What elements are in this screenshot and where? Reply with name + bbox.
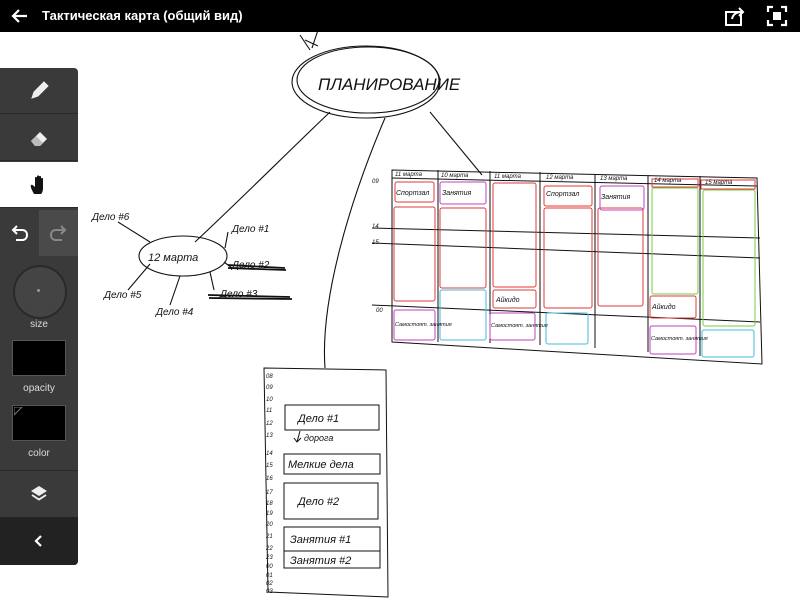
date-node-ellipse — [138, 235, 228, 277]
cell-label: Айкидо — [651, 303, 676, 311]
top-bar: Тактическая карта (общий вид) — [0, 0, 800, 32]
pen-tool-button[interactable] — [0, 68, 78, 114]
hour-mark: 21 — [265, 534, 273, 540]
hour-mark: 23 — [265, 555, 273, 561]
day-block-label: Дело #1 — [296, 413, 339, 425]
task-label: Дело #6 — [91, 212, 130, 223]
time-mark: 14 — [372, 224, 379, 230]
redo-icon — [49, 225, 67, 241]
fullscreen-icon[interactable] — [766, 5, 788, 27]
task-label: Дело #1 — [231, 224, 269, 235]
day-block-label: Дело #2 — [296, 496, 339, 508]
hour-mark: 08 — [266, 374, 273, 380]
day-block-label: Занятия #1 — [290, 534, 351, 546]
color-corner-icon — [14, 407, 23, 416]
week-column-label: 15 марта — [705, 180, 733, 186]
hour-mark: 12 — [266, 421, 273, 427]
hour-mark: 17 — [266, 490, 273, 496]
week-column-label: 11 марта — [395, 172, 423, 178]
date-node-label: 12 марта — [148, 252, 198, 264]
arrow-left-icon[interactable] — [10, 6, 30, 26]
hour-mark: 14 — [266, 451, 273, 457]
layers-button[interactable] — [0, 470, 78, 517]
hour-mark: 16 — [266, 476, 273, 482]
week-column-label: 14 марта — [654, 178, 682, 184]
hour-mark: 18 — [266, 501, 273, 507]
hour-mark: 01 — [266, 573, 273, 579]
undo-icon — [11, 225, 29, 241]
hand-icon — [30, 175, 43, 194]
week-column-label: 13 марта — [600, 176, 628, 182]
cell-label: Спортзал — [396, 190, 429, 197]
eraser-tool-button[interactable] — [0, 115, 78, 161]
share-icon[interactable] — [724, 5, 746, 27]
size-label: size — [30, 319, 48, 330]
hour-mark: 10 — [266, 397, 273, 403]
cell-label: Самостоят. занятия — [651, 336, 708, 342]
size-indicator — [37, 289, 40, 292]
drawing-canvas[interactable]: ПЛАНИРОВАНИЕ 12 марта Дело #1 Дело #2 Де… — [0, 32, 800, 600]
opacity-label: opacity — [23, 383, 55, 394]
hour-mark: 03 — [266, 589, 273, 595]
day-block-label: дорога — [304, 433, 333, 443]
hour-mark: 22 — [265, 546, 273, 552]
day-block-label: Занятия #2 — [290, 555, 351, 567]
hour-mark: 20 — [265, 522, 273, 528]
page-title: Тактическая карта (общий вид) — [42, 8, 243, 23]
time-mark: 09 — [372, 179, 379, 185]
hour-mark: 11 — [266, 408, 272, 414]
size-slider[interactable] — [13, 265, 67, 319]
opacity-swatch[interactable] — [12, 340, 66, 376]
hour-mark: 13 — [266, 433, 273, 439]
time-mark: 00 — [376, 308, 383, 314]
collapse-toolbar-button[interactable] — [0, 517, 78, 565]
week-column-label: 11 марта — [494, 174, 522, 180]
main-node-ellipse — [291, 45, 441, 119]
pencil-icon — [31, 81, 49, 99]
cell-label: Самостоят. занятия — [491, 323, 548, 329]
color-swatch[interactable] — [12, 405, 66, 441]
hour-mark: 02 — [266, 581, 273, 587]
cell-label: Самостоят. занятия — [395, 322, 452, 328]
week-column-label: 10 марта — [441, 173, 469, 179]
tool-palette: size opacity color — [0, 68, 78, 565]
eraser-icon — [31, 132, 47, 146]
hand-tool-button[interactable] — [0, 162, 78, 208]
chevron-left-icon — [34, 535, 42, 547]
task-label: Дело #3 — [219, 289, 258, 300]
color-label: color — [28, 448, 50, 459]
cell-label: Спортзал — [546, 191, 579, 198]
cell-label: Айкидо — [495, 296, 520, 304]
layers-icon — [31, 486, 47, 501]
task-label: Дело #4 — [155, 307, 194, 318]
cell-label: Занятия — [442, 190, 472, 197]
redo-button[interactable] — [39, 210, 78, 256]
task-label: Дело #5 — [103, 290, 142, 301]
time-mark: 15 — [372, 240, 379, 246]
hour-mark: 09 — [266, 385, 273, 391]
cell-label: Занятия — [601, 194, 631, 201]
task-label: Дело #2 — [231, 260, 270, 271]
main-node-label: ПЛАНИРОВАНИЕ — [318, 75, 461, 94]
undo-button[interactable] — [0, 210, 39, 256]
hour-mark: 00 — [266, 564, 273, 570]
hour-mark: 15 — [266, 463, 273, 469]
day-block-label: Мелкие дела — [288, 459, 354, 471]
hour-mark: 19 — [266, 511, 273, 517]
week-column-label: 12 марта — [546, 175, 574, 181]
